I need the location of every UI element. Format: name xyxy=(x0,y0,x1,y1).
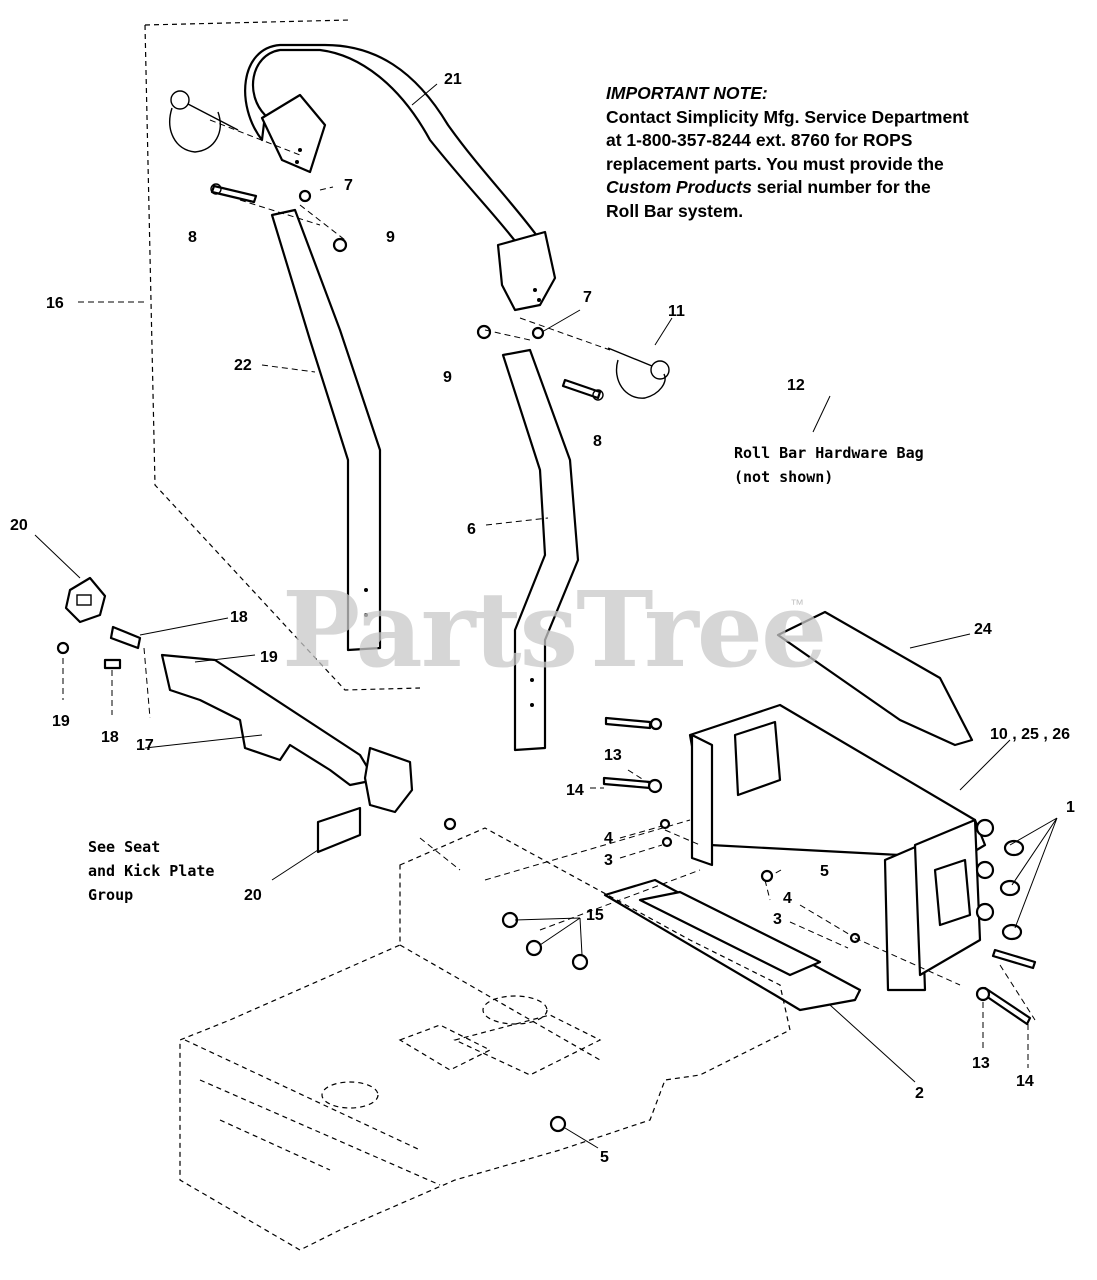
washer-19-lower xyxy=(56,641,70,655)
note-line-4: Custom Products serial number for the xyxy=(606,176,1046,200)
bolt-14-upper xyxy=(602,776,652,790)
callout-3a: 3 xyxy=(604,852,613,869)
hardware-bag-label-line2: (not shown) xyxy=(734,468,833,486)
cap-1c xyxy=(1001,923,1023,941)
callout-7b: 7 xyxy=(583,289,592,306)
callout-9b: 9 xyxy=(443,369,452,386)
callout-15: 15 xyxy=(586,907,604,924)
hardware-bag-label-line1: Roll Bar Hardware Bag xyxy=(734,444,924,462)
note-custom-products: Custom Products xyxy=(606,177,752,197)
note-line-2: at 1-800-357-8244 ext. 8760 for ROPS xyxy=(606,130,913,150)
washer-13-lower xyxy=(975,986,991,1002)
nut-9-left xyxy=(332,237,348,253)
callout-12: 12 xyxy=(787,377,805,394)
washer-13-upper xyxy=(647,778,663,794)
callout-10-25-26: 10 , 25 , 26 xyxy=(990,726,1070,743)
callout-8b: 8 xyxy=(593,433,602,450)
seat-group-label-line3: Group xyxy=(88,886,133,904)
nut-15c xyxy=(571,953,589,971)
callout-5b: 5 xyxy=(600,1149,609,1166)
mower-frame-dashed xyxy=(179,827,791,1251)
callout-5a: 5 xyxy=(820,863,829,880)
screw-latch xyxy=(443,817,457,831)
right-upright-6 xyxy=(501,348,580,752)
rear-hitch-mount-10 xyxy=(688,703,995,992)
note-line-3: replacement parts. You must provide the xyxy=(606,153,944,174)
callout-22: 22 xyxy=(234,357,252,374)
callout-7a: 7 xyxy=(344,177,353,194)
alignment-lines-upper xyxy=(209,119,611,351)
callout-9a: 9 xyxy=(386,229,395,246)
callout-4a: 4 xyxy=(604,830,613,847)
bolt-8-left xyxy=(210,183,258,204)
bolt-right-mount xyxy=(991,948,1037,970)
nut-4-upper xyxy=(659,818,671,830)
left-upright-22 xyxy=(270,208,382,652)
washer-upper-mount xyxy=(649,717,663,731)
callout-2: 2 xyxy=(915,1085,924,1102)
callout-4b: 4 xyxy=(783,890,792,907)
callout-3b: 3 xyxy=(773,911,782,928)
callout-20a: 20 xyxy=(10,517,28,534)
nut-7-left xyxy=(298,189,312,203)
note-line-5: Roll Bar system. xyxy=(606,200,744,221)
belt-spacer-17 xyxy=(109,625,142,650)
callout-18b: 18 xyxy=(101,729,119,746)
important-note: IMPORTANT NOTE: Contact Simplicity Mfg. … xyxy=(606,82,1046,223)
trademark-symbol: ™ xyxy=(790,596,804,612)
bolt-18-lower xyxy=(103,658,122,670)
nut-5-lower xyxy=(549,1115,567,1133)
partstree-watermark: PartsTree xyxy=(282,568,827,691)
seat-group-label-line2: and Kick Plate xyxy=(88,862,214,880)
callout-8a: 8 xyxy=(188,229,197,246)
note-line-1: Contact Simplicity Mfg. Service Departme… xyxy=(606,106,969,127)
seat-group-label-line1: See Seat xyxy=(88,838,160,856)
latch-20 xyxy=(316,746,414,854)
bolt-8-right xyxy=(561,378,604,401)
callout-1: 1 xyxy=(1066,799,1075,816)
callout-21: 21 xyxy=(444,71,462,88)
callout-14b: 14 xyxy=(1016,1073,1034,1090)
seat-belt-buckle-20 xyxy=(64,576,107,624)
callout-13a: 13 xyxy=(604,747,622,764)
callout-13b: 13 xyxy=(972,1055,990,1072)
seat-bracket-arm xyxy=(160,653,377,787)
note-title: IMPORTANT NOTE: xyxy=(606,83,768,103)
bolt-upper-mount xyxy=(604,716,652,730)
support-channel-2 xyxy=(603,878,862,1012)
callout-11: 11 xyxy=(668,303,685,320)
callout-14a: 14 xyxy=(566,782,584,799)
cap-1a xyxy=(1003,839,1025,857)
washer-3-upper xyxy=(661,836,673,848)
assembly-16-boundary xyxy=(144,19,421,691)
callout-19a: 19 xyxy=(260,649,278,666)
cover-plate-24 xyxy=(776,610,974,747)
callout-6: 6 xyxy=(467,521,476,538)
note-line-4-rest: serial number for the xyxy=(751,177,931,197)
callout-16: 16 xyxy=(46,295,64,312)
callout-24: 24 xyxy=(974,621,992,638)
nut-5-upper xyxy=(760,869,774,883)
hairpin-clip-left xyxy=(169,90,239,153)
cap-1b xyxy=(999,879,1021,897)
assembly-leaders xyxy=(419,819,1036,1021)
callout-17: 17 xyxy=(136,737,154,754)
callout-18a: 18 xyxy=(230,609,248,626)
hairpin-clip-right-11 xyxy=(607,347,670,399)
nut-15b xyxy=(525,939,543,957)
nut-15a xyxy=(501,911,519,929)
callout-20b: 20 xyxy=(244,887,262,904)
nut-9-right xyxy=(476,324,492,340)
nut-7-right xyxy=(531,326,545,340)
upper-roll-bar-21 xyxy=(244,43,557,312)
callout-19b: 19 xyxy=(52,713,70,730)
callout-leaders xyxy=(34,83,1058,1149)
